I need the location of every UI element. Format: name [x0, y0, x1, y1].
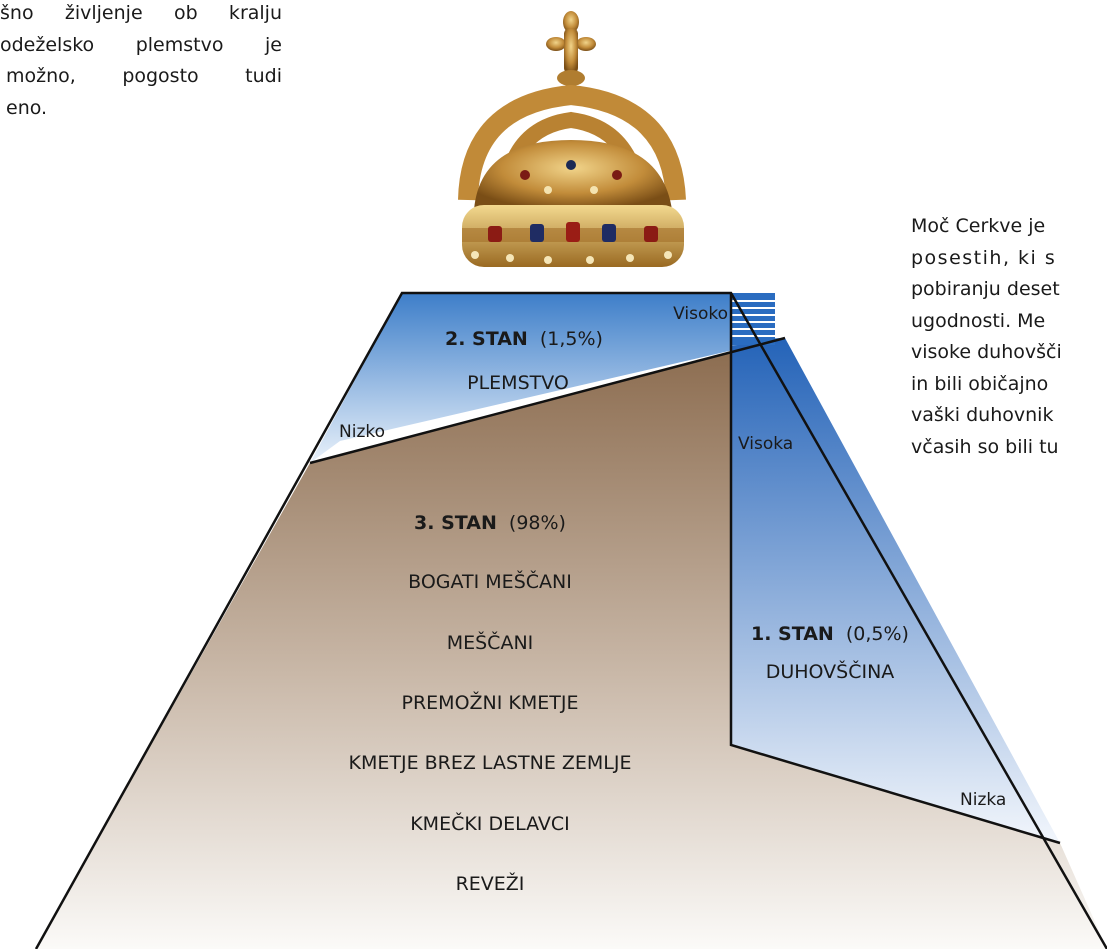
right-paragraph-line: Moč Cerkve je [911, 215, 1046, 237]
right-paragraph: Moč Cerkve je posestih, ki s pobiranju d… [911, 211, 1107, 463]
pyramid-outline [34, 291, 1107, 949]
third-estate-region [0, 338, 1107, 949]
third-estate-group: KMEČKI DELAVCI [410, 811, 570, 835]
nobility-high-label: Visoko [673, 304, 728, 324]
clergy-high-label: Visoka [738, 434, 793, 454]
third-estate-group: REVEŽI [456, 872, 525, 895]
right-paragraph-line: vaški duhovnik [911, 404, 1054, 426]
first-estate-title: 1. STAN (0,5%) [751, 623, 909, 645]
left-paragraph-line: šno življenje ob kralju [0, 2, 282, 24]
third-estate-title: 3. STAN (98%) [414, 512, 566, 534]
crown-icon [458, 11, 686, 267]
second-estate-region [310, 293, 785, 463]
left-paragraph-line: odeželsko plemstvo je [0, 33, 282, 56]
clergy-low-label: Nizka [960, 790, 1006, 810]
second-estate-name: PLEMSTVO [467, 372, 569, 394]
right-paragraph-line: visoke duhovšči [911, 341, 1062, 363]
third-estate-group: PREMOŽNI KMETJE [402, 691, 579, 714]
right-paragraph-line: in bili običajno [911, 372, 1049, 395]
left-paragraph: šno življenje ob kralju odeželsko plemst… [0, 0, 282, 124]
right-paragraph-line: pobiranju deset [911, 278, 1060, 300]
third-estate-group: MEŠČANI [447, 630, 534, 654]
second-estate-title: 2. STAN (1,5%) [445, 328, 603, 350]
right-paragraph-line: posestih, ki s [911, 246, 1057, 269]
nobility-low-label: Nizko [339, 422, 385, 442]
right-paragraph-line: včasih so bili tu [911, 435, 1059, 458]
first-estate-region [731, 338, 1060, 843]
left-paragraph-line: eno. [6, 96, 48, 119]
right-paragraph-line: ugodnosti. Me [911, 309, 1046, 332]
high-clergy-hatch [731, 293, 786, 345]
left-paragraph-line: možno, pogosto tudi [6, 65, 282, 87]
first-estate-name: DUHOVŠČINA [766, 659, 895, 683]
third-estate-group: BOGATI MEŠČANI [408, 569, 572, 593]
third-estate-group: KMETJE BREZ LASTNE ZEMLJE [349, 752, 632, 774]
